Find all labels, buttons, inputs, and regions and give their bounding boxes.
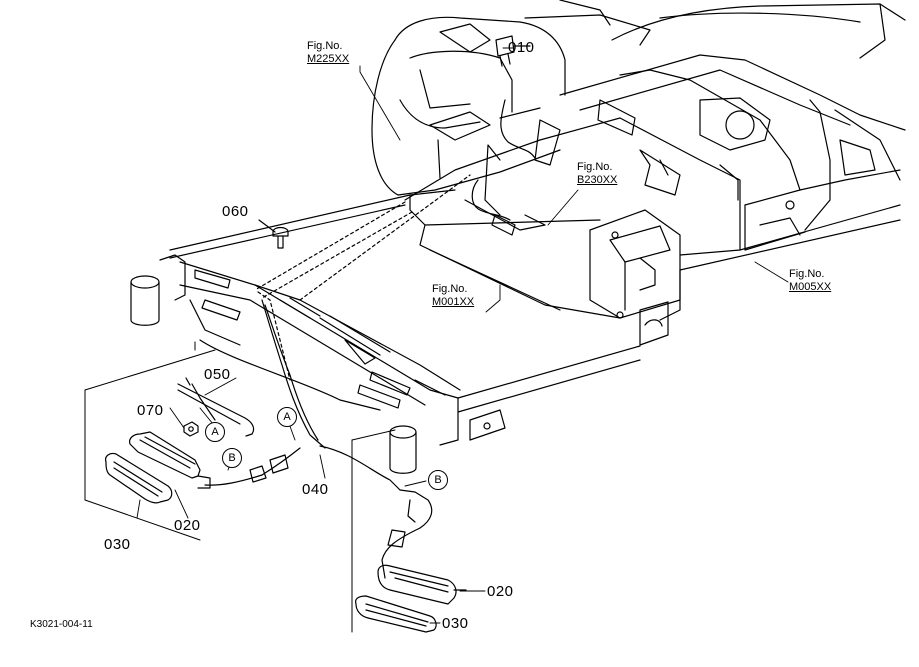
fig-ref-m001-label: Fig.No.: [432, 283, 468, 295]
left-lamp-020: [129, 431, 211, 489]
fig-ref-m005-code: M005XX: [789, 281, 832, 293]
nut-part-070: [183, 421, 199, 437]
bracket-part-050: [177, 377, 255, 437]
fig-ref-m001-code: M001XX: [432, 296, 475, 308]
part-020-left-label: 020: [174, 517, 201, 534]
left-lens-030: [105, 452, 173, 504]
part-030-right-label: 030: [442, 615, 469, 632]
fig-ref-m225-code: M225XX: [307, 53, 350, 65]
fig-ref-b230-code: B230XX: [577, 174, 618, 186]
leader-lines: [136, 47, 789, 624]
part-040-label: 040: [302, 481, 329, 498]
bolt-part-060: [258, 219, 289, 249]
inner-brackets: [194, 99, 739, 409]
left-post: [130, 275, 160, 326]
part-010-label: 010: [508, 39, 535, 56]
right-lens-030: [355, 595, 437, 633]
connector-b-callout-right: B: [428, 470, 448, 490]
fig-ref-b230-label: Fig.No.: [577, 161, 613, 173]
fig-ref-m005-label: Fig.No.: [789, 268, 825, 280]
right-lamp-020: [377, 564, 467, 605]
fig-ref-m001: Fig.No. M001XX: [432, 283, 474, 309]
fig-ref-b230: Fig.No. B230XX: [577, 161, 617, 187]
diagram-code: K3021-004-11: [30, 619, 93, 630]
connector-a-callout-right: A: [277, 407, 297, 427]
relay-part-010: [495, 35, 531, 67]
fig-ref-m225-label: Fig.No.: [307, 40, 343, 52]
fig-ref-m005: Fig.No. M005XX: [789, 268, 831, 294]
wire-harness: [204, 99, 536, 579]
part-050-label: 050: [204, 366, 231, 383]
dashed-rods: [254, 174, 471, 381]
part-020-right-label: 020: [487, 583, 514, 600]
fig-ref-m225: Fig.No. M225XX: [307, 40, 349, 66]
connector-b-callout-left: B: [222, 448, 242, 468]
part-060-label: 060: [222, 203, 249, 220]
part-030-left-label: 030: [104, 536, 131, 553]
chassis-frame: [159, 54, 906, 446]
center-post: [389, 425, 417, 474]
connector-a-callout-left: A: [205, 422, 225, 442]
breakout-frame: [84, 341, 396, 633]
part-070-label: 070: [137, 402, 164, 419]
